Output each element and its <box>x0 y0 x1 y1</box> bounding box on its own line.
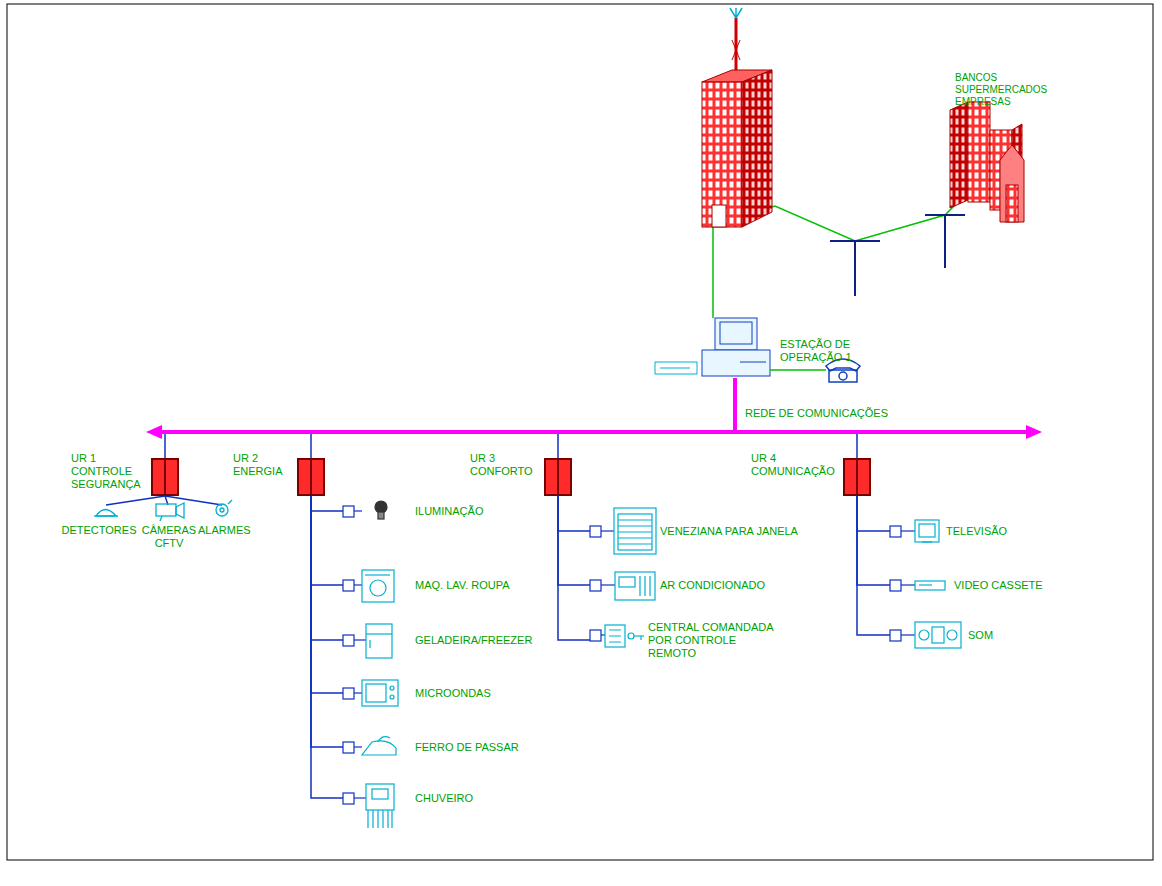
device: SOM <box>890 620 993 650</box>
wire <box>311 496 343 585</box>
device: ALARMES <box>198 505 250 537</box>
node-label: SOM <box>968 629 993 642</box>
wire <box>857 496 890 635</box>
node-label: DETECTORES <box>60 524 138 537</box>
node-label: UR 1 CONTROLE SEGURANÇA <box>71 452 143 491</box>
node-label: FERRO DE PASSAR <box>415 741 519 754</box>
device: AR CONDICIONADO <box>590 570 765 600</box>
bank-buildings <box>950 102 1024 222</box>
connector <box>311 496 343 798</box>
connector <box>857 496 890 585</box>
node-label: UR 3 CONFORTO <box>470 452 536 478</box>
frame <box>7 4 1153 860</box>
wire <box>311 496 343 511</box>
communication-bus <box>146 425 1042 439</box>
node-label: UR 4 COMUNICAÇÃO <box>751 452 835 478</box>
wire <box>857 496 890 531</box>
remote-unit: UR 1 CONTROLE SEGURANÇA <box>151 458 179 496</box>
wire <box>558 496 590 531</box>
device: CÂMERAS CFTV <box>140 505 198 550</box>
connector <box>857 496 890 531</box>
device: VIDEO CASSETE <box>890 570 1043 600</box>
wire <box>558 378 735 432</box>
computer <box>655 318 770 376</box>
telephone-pole <box>830 215 965 296</box>
wire <box>165 378 735 432</box>
device: MICROONDAS <box>343 678 491 708</box>
connector <box>857 496 890 635</box>
tower-building <box>702 8 772 227</box>
wire <box>857 496 890 585</box>
remote-unit: UR 4 COMUNICAÇÃO <box>843 458 871 496</box>
device: GELADEIRA/FREEZER <box>343 625 532 655</box>
wire <box>558 496 590 640</box>
node-label: MICROONDAS <box>415 687 491 700</box>
connector <box>558 378 735 458</box>
device: CENTRAL COMANDADA POR CONTROLE REMOTO <box>590 625 780 655</box>
device: ILUMINAÇÃO <box>343 496 483 526</box>
device: MAQ. LAV. ROUPA <box>343 570 510 600</box>
connector <box>558 496 590 585</box>
connector <box>311 378 735 458</box>
node-label: GELADEIRA/FREEZER <box>415 634 532 647</box>
node-label: AR CONDICIONADO <box>660 579 765 592</box>
connector <box>558 496 590 531</box>
appliance-icons <box>343 501 398 828</box>
wire <box>558 496 590 585</box>
wire <box>311 496 343 747</box>
remote-unit: UR 3 CONFORTO <box>544 458 572 496</box>
bus-label: REDE DE COMUNICAÇÕES <box>745 407 888 419</box>
connector <box>165 378 735 458</box>
device: VENEZIANA PARA JANELA <box>590 516 798 546</box>
device: FERRO DE PASSAR <box>343 732 519 762</box>
media-icons <box>890 520 961 648</box>
wire <box>311 496 343 798</box>
node-label: MAQ. LAV. ROUPA <box>415 579 510 592</box>
node-label: CÂMERAS CFTV <box>140 524 198 550</box>
connector <box>558 496 590 640</box>
wire <box>311 496 343 640</box>
node-label: BANCOS SUPERMERCADOS EMPRESAS <box>955 72 1055 108</box>
node-label: VENEZIANA PARA JANELA <box>660 525 798 538</box>
connector <box>311 496 343 585</box>
wire <box>311 378 735 432</box>
wire <box>164 432 166 458</box>
comfort-icons <box>590 508 656 647</box>
device: DETECTORES <box>60 505 138 537</box>
node-label: ALARMES <box>198 524 250 537</box>
node-label: CHUVEIRO <box>415 792 473 805</box>
wire <box>856 432 858 458</box>
connector <box>311 496 343 511</box>
node-label: CENTRAL COMANDADA POR CONTROLE REMOTO <box>648 621 780 660</box>
node-label: VIDEO CASSETE <box>954 579 1043 592</box>
connector <box>311 496 343 747</box>
security-icons <box>94 500 232 521</box>
wire <box>311 496 343 693</box>
node-label: TELEVISÃO <box>946 525 1007 538</box>
connector <box>311 496 343 693</box>
wire <box>310 432 312 458</box>
remote-unit: UR 2 ENERGIA <box>297 458 325 496</box>
operation-station: ESTAÇÃO DE OPERAÇÃO 1 <box>700 318 772 378</box>
node-label: UR 2 ENERGIA <box>233 452 289 478</box>
wire <box>557 432 559 458</box>
building-group: BANCOS SUPERMERCADOS EMPRESAS <box>955 72 1055 222</box>
node-label: ILUMINAÇÃO <box>415 505 483 518</box>
node-label: ESTAÇÃO DE OPERAÇÃO 1 <box>780 338 864 364</box>
device: CHUVEIRO <box>343 783 473 813</box>
wire <box>735 378 857 432</box>
connector <box>311 496 343 640</box>
phone-wire <box>770 369 826 371</box>
device: TELEVISÃO <box>890 516 1007 546</box>
